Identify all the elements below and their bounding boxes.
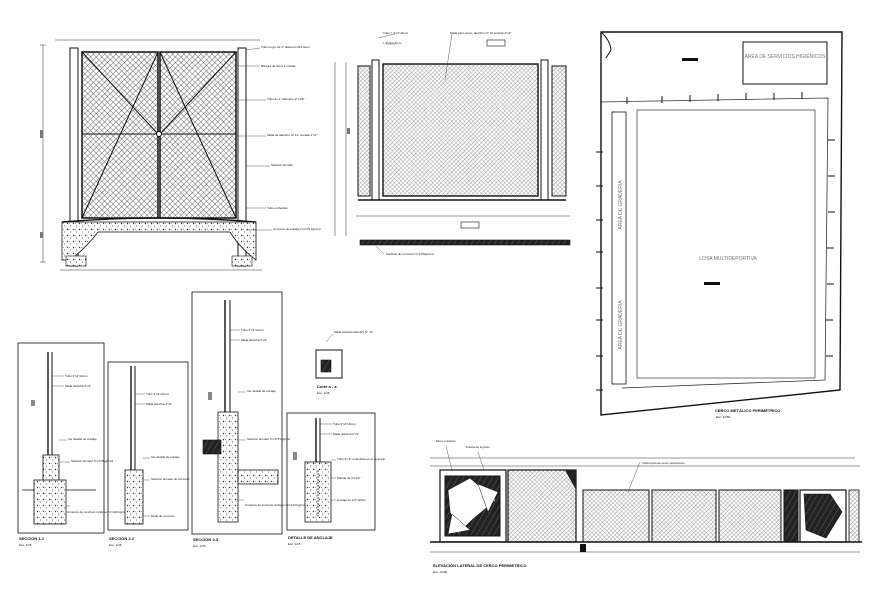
elev-note-2: Puerta de ingreso	[466, 445, 490, 449]
anclaje-note-5: Anclaje de 1/2"x20cm	[337, 498, 366, 502]
gate-note-7: Concreto de anclaje f'c=175 kg/cm2	[273, 227, 321, 231]
gate-note-4: Malla de alambre N° 10, cocada 2"x2"	[267, 133, 318, 137]
s22-note-3: Ver detalle de anclaje	[151, 455, 180, 459]
section-2-2: Tubo 3"x4"x6mm Malla plancha 2"x2" Ver d…	[107, 361, 190, 547]
plan-gradas-label-1: AREA DE GRADERIA	[618, 180, 624, 230]
section-1-1: Tubo 3"x4"x6mm Malla plancha 2"x2" Ver d…	[17, 342, 129, 547]
s11-note-1: Tubo 3"x4"x6mm	[65, 374, 88, 378]
corte-scale: Esc. 1/25	[317, 391, 330, 395]
anclaje-note-2: Malla plancha 2"x2"	[333, 432, 359, 436]
anclaje-note-3: Tubo 3"x3" embebido en el concreto	[337, 457, 386, 461]
plan-losa-label: LOSA MULTIDEPORTIVA	[699, 256, 757, 262]
fence-note-2: L 2"x2"x 6mm	[383, 41, 402, 45]
fence-panel-elevation: Tubo = 3"x4"x6mm L 2"x2"x 6mm Malla para…	[334, 31, 571, 256]
gate-note-5: Sardinel armado	[271, 163, 293, 167]
section-3-3: Tubo 3"x4"x6mm Malla plancha 2"x2" Ver d…	[191, 291, 307, 548]
s22-scale: Esc. 1/25	[109, 543, 122, 547]
plan-scale: Esc. 1/250	[716, 415, 731, 419]
s33-note-3: Ver detalle de anclaje	[247, 389, 276, 393]
s11-scale: Esc. 1/25	[19, 543, 32, 547]
elev-scale: Esc. 1/100	[433, 570, 448, 574]
s22-note-1: Tubo 3"x4"x6mm	[146, 392, 169, 396]
anclaje-title: DETALLE DE ANCLAJE	[288, 535, 333, 540]
anclaje-scale: Esc. 1/25	[288, 542, 301, 546]
s22-note-5: Dado de concreto	[151, 514, 175, 518]
s33-note-2: Malla plancha 2"x2"	[241, 338, 267, 342]
s11-title: SECCIÓN 1-1	[19, 536, 45, 541]
plan-gradas-label-2: AREA DE GRADERIA	[618, 300, 624, 350]
s33-scale: Esc. 1/25	[193, 544, 206, 548]
s22-title: SECCIÓN 2-2	[109, 536, 135, 541]
corte-title: Corte a - a	[317, 384, 337, 389]
s11-note-4: Sardinel armado f'c=175kg/cm2	[71, 459, 114, 463]
gate-elevation: Tubo negro de 1" diametro #14 Alum. Bisa…	[40, 39, 321, 271]
perimeter-plan: AREA DE SERVICIOS HIGIÉNICOS AREA DE GRA…	[596, 31, 843, 419]
s11-note-2: Malla plancha 2"x2"	[65, 384, 91, 388]
elev-caption: ELEVACIÓN LATERAL DE CERCO PERIMÉTRICO	[433, 563, 527, 568]
plan-services-label: AREA DE SERVICIOS HIGIÉNICOS	[744, 53, 826, 60]
s11-note-5: Cimiento de concreto ciclópeo f'c=140 kg…	[67, 510, 129, 514]
s11-note-3: Ver detalle de anclaje	[68, 437, 97, 441]
plan-caption: CERCO METÁLICO PERIMÉTRICO	[715, 408, 780, 413]
s33-note-1: Tubo 3"x4"x6mm	[241, 328, 264, 332]
s33-note-5: Cimiento de concreto ciclópeo f'c=140 kg…	[245, 503, 307, 507]
s22-note-2: Malla plancha 2"x2"	[146, 402, 172, 406]
gate-note-2: Bisagra de fierro 1 unidad	[261, 64, 296, 68]
detalle-anclaje: Tubo 3"x4"x6mm Malla plancha 2"x2" Tubo …	[286, 412, 386, 546]
lateral-elevation: Muro existente Puerta de ingreso Vista t…	[430, 439, 862, 574]
corte-a-a: Malla plancha alambre N° 10 Corte a - a …	[315, 330, 373, 395]
s33-note-4: Sardinel armado f'c=175 kg/cm2	[247, 437, 290, 441]
fence-note-1: Tubo = 3"x4"x6mm	[383, 31, 409, 35]
s33-title: SECCIÓN 3-3	[193, 537, 219, 542]
elev-note-3: Vista típica de cerco perimétrico	[642, 461, 685, 465]
gate-note-1: Tubo negro de 1" diametro #14 Alum.	[261, 45, 311, 49]
fence-note-3: Malla para cerco, alambre N° 10 cocada 2…	[450, 31, 511, 35]
corte-note-1: Malla plancha alambre N° 10	[334, 330, 373, 334]
anclaje-note-1: Tubo 3"x4"x6mm	[333, 422, 356, 426]
elev-note-1: Muro existente	[436, 439, 456, 443]
anclaje-note-4: Platina de 3"x1/4"	[337, 476, 361, 480]
gate-note-6: Tubo embebido	[267, 206, 288, 210]
s22-note-4: Sardinel armado de concreto	[151, 477, 190, 481]
gate-note-3: Tubo de 1" diametro Z"x1/8"	[267, 97, 304, 101]
fence-note-4: Sardinel de concreto f'c=175kg/cm2	[386, 252, 434, 256]
